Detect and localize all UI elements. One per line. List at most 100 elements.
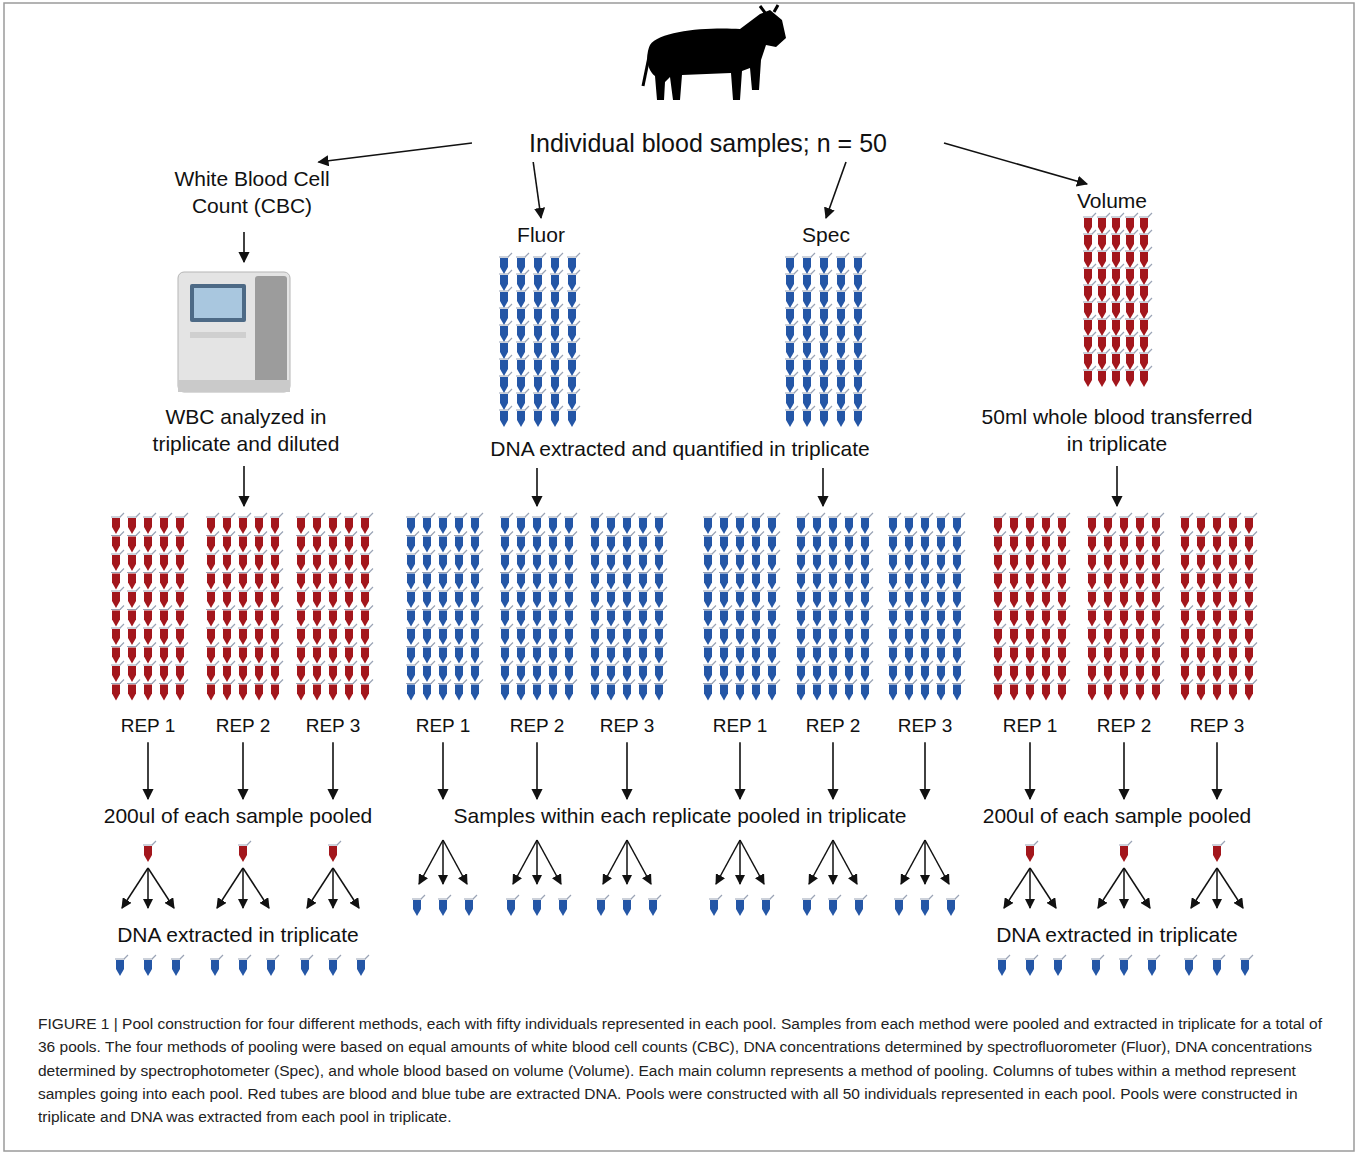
tube xyxy=(828,569,841,590)
tube xyxy=(550,338,563,359)
tube xyxy=(454,550,467,571)
tube xyxy=(1097,247,1110,268)
tube xyxy=(796,587,809,608)
tube xyxy=(1180,624,1193,645)
tube xyxy=(210,955,223,976)
replicate-label: REP 2 xyxy=(499,714,575,738)
tube xyxy=(638,532,651,553)
tube xyxy=(785,270,798,291)
tube xyxy=(828,550,841,571)
tube xyxy=(993,624,1006,645)
tube xyxy=(785,304,798,325)
tube xyxy=(533,287,546,308)
tube xyxy=(296,550,309,571)
tube xyxy=(853,338,866,359)
tube xyxy=(735,643,748,664)
tube xyxy=(936,550,949,571)
tube xyxy=(312,513,325,534)
tube xyxy=(844,680,857,701)
tube xyxy=(254,680,267,701)
tube xyxy=(802,287,815,308)
tube xyxy=(888,680,901,701)
tube xyxy=(312,624,325,645)
tube xyxy=(548,513,561,534)
replicate-label: REP 1 xyxy=(702,714,778,738)
tube xyxy=(143,624,156,645)
flow-arrow xyxy=(924,742,926,799)
tube xyxy=(238,624,251,645)
tube xyxy=(1135,661,1148,682)
tube xyxy=(406,606,419,627)
tube xyxy=(920,661,933,682)
tube xyxy=(1119,587,1132,608)
tube xyxy=(920,680,933,701)
tube xyxy=(564,606,577,627)
tube xyxy=(111,569,124,590)
tube xyxy=(1025,550,1038,571)
tube xyxy=(270,643,283,664)
tube xyxy=(828,606,841,627)
tube xyxy=(548,624,561,645)
tube xyxy=(844,532,857,553)
tube xyxy=(499,287,512,308)
step-text: Volume xyxy=(1077,188,1147,215)
tube xyxy=(454,532,467,553)
tube xyxy=(812,532,825,553)
tube xyxy=(638,587,651,608)
tube xyxy=(438,661,451,682)
tube xyxy=(1212,841,1225,862)
tube xyxy=(853,321,866,342)
tube xyxy=(1212,569,1225,590)
tube xyxy=(470,550,483,571)
tube xyxy=(516,661,529,682)
tube xyxy=(936,569,949,590)
tube xyxy=(175,606,188,627)
flow-arrow xyxy=(832,742,834,799)
tube xyxy=(500,643,513,664)
tube xyxy=(812,606,825,627)
tube xyxy=(360,624,373,645)
tube xyxy=(796,569,809,590)
tube xyxy=(238,550,251,571)
tube xyxy=(1139,281,1152,302)
tube xyxy=(904,661,917,682)
tube xyxy=(266,955,279,976)
tube xyxy=(836,270,849,291)
step-text: DNA extracted and quantified in triplica… xyxy=(490,436,869,463)
tube xyxy=(1139,264,1152,285)
tube xyxy=(238,513,251,534)
split-arrows xyxy=(122,840,1243,908)
tube xyxy=(1083,247,1096,268)
tube xyxy=(567,270,580,291)
tube xyxy=(1125,332,1138,353)
flow-arrow xyxy=(536,742,538,799)
tube xyxy=(751,661,764,682)
tube xyxy=(819,270,832,291)
tube xyxy=(1228,569,1241,590)
tube xyxy=(532,532,545,553)
tube xyxy=(470,532,483,553)
tube xyxy=(853,389,866,410)
tube xyxy=(802,321,815,342)
tube xyxy=(936,513,949,534)
tube xyxy=(735,513,748,534)
step-label: Samples within each replicate pooled in … xyxy=(380,803,980,830)
replicate-label: REP 3 xyxy=(295,714,371,738)
tube xyxy=(606,513,619,534)
tube xyxy=(888,661,901,682)
tube xyxy=(1111,213,1124,234)
tube xyxy=(143,955,156,976)
tube xyxy=(111,587,124,608)
flow-arrow xyxy=(739,742,741,799)
tube xyxy=(1103,513,1116,534)
tube xyxy=(751,532,764,553)
tube xyxy=(904,513,917,534)
tube xyxy=(516,355,529,376)
tube xyxy=(767,643,780,664)
tube xyxy=(1083,230,1096,251)
tube xyxy=(590,550,603,571)
flow-arrows xyxy=(244,232,1117,506)
tube xyxy=(735,569,748,590)
tube xyxy=(222,661,235,682)
tube xyxy=(1103,661,1116,682)
